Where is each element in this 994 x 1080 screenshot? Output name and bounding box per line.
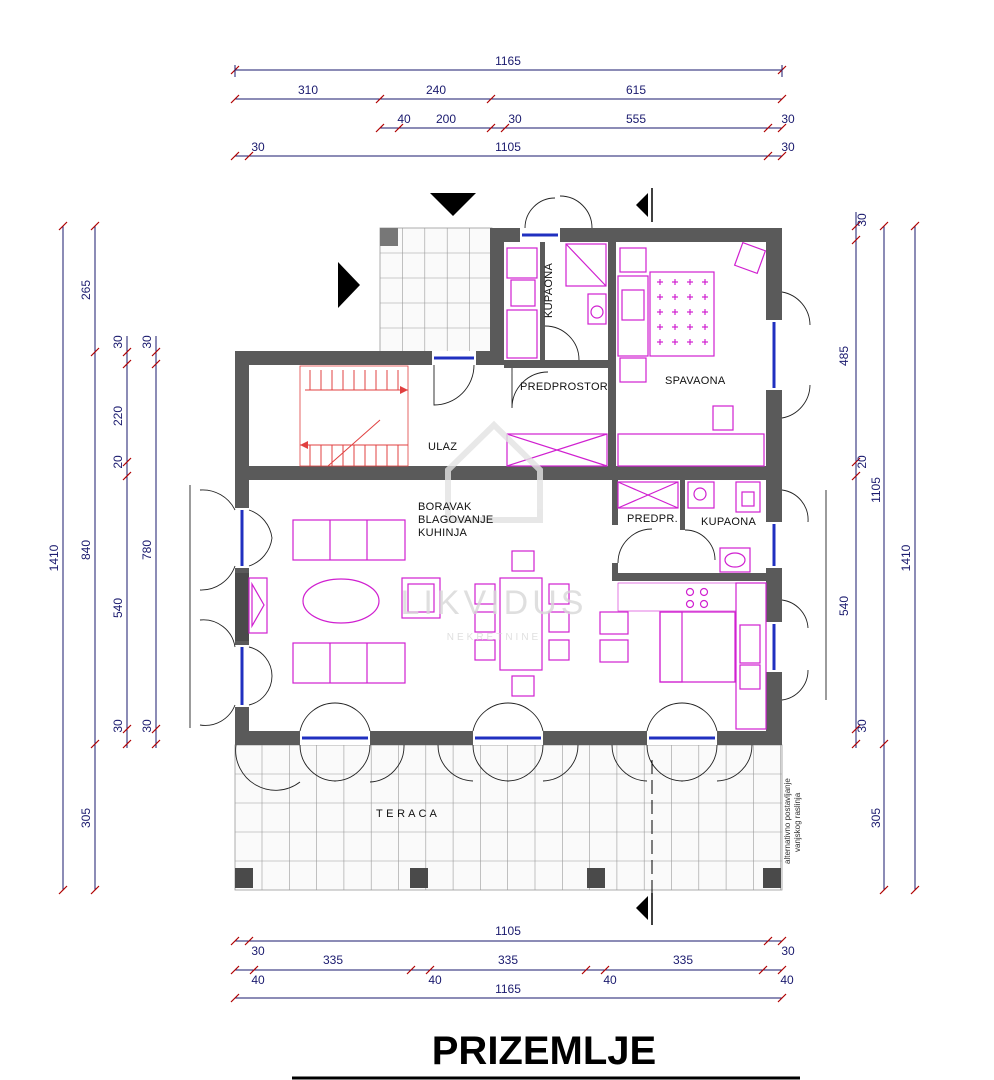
dim-left-540: 540 [111,598,125,618]
dim-top-off40: 40 [397,112,411,126]
section-arrow-a [636,193,648,217]
section-arrow-left [338,262,360,308]
label-predprostor: PREDPROSTOR [520,381,608,393]
dim-right-305: 305 [869,808,883,828]
note-line-1: alternativno postavljanje [783,778,792,864]
dim-right-off20: 20 [855,455,869,469]
label-teraca: T E R A C A [376,808,438,820]
dim-top-310: 310 [298,83,318,97]
dim-left-265: 265 [79,280,93,300]
dim-top-off30a: 30 [508,112,522,126]
dim-bottom-off40d: 40 [780,973,794,987]
dim-left-off30b: 30 [140,335,154,349]
entry-tiles [379,227,493,354]
note-line-2: vanjskog raslinja [793,792,802,852]
dim-right-1105: 1105 [869,477,883,503]
section-markers [338,188,653,925]
top-dimensions: 1165 310 240 615 40 200 30 555 30 30 110… [230,54,795,161]
dim-left-off30a: 30 [111,335,125,349]
dim-left-off30d: 30 [140,719,154,733]
dim-right-off30b: 30 [855,719,869,733]
wall-openings [235,228,782,745]
dim-right-off30a: 30 [855,213,869,227]
label-spavaona: SPAVAONA [665,375,726,387]
page-title: PRIZEMLJE [432,1029,656,1073]
dim-left-off30c: 30 [111,719,125,733]
dim-bottom-1105: 1105 [495,924,521,938]
dim-top-615: 615 [626,83,646,97]
planting-note: alternativno postavljanje vanjskog rasli… [783,778,802,864]
label-predpr: PREDPR. [627,513,678,525]
dim-top-total: 1165 [495,54,521,68]
dim-left-840: 840 [79,540,93,560]
windows [240,233,776,740]
door-swings [189,195,827,791]
dim-top-off30b: 30 [781,112,795,126]
dim-bottom-off30a: 30 [251,944,265,958]
dim-top-200: 200 [436,112,456,126]
label-boravak: BORAVAK [418,501,472,513]
furniture [235,241,767,730]
label-blagovanje: BLAGOVANJE [418,514,494,526]
dim-bottom-off40b: 40 [428,973,442,987]
watermark: LIKVIDUS NEKRETNINE [401,420,588,643]
label-ulaz: ULAZ [428,441,457,453]
terrace-pillars [235,868,781,888]
watermark-sub: NEKRETNINE [447,632,541,643]
dim-bottom-off30b: 30 [781,944,795,958]
dim-left-220: 220 [111,406,125,426]
right-dimensions: 30 485 20 540 30 1105 305 1410 [837,212,920,895]
label-kuhinja: KUHINJA [418,527,468,539]
dim-left-off20: 20 [111,455,125,469]
dim-bottom-1165: 1165 [495,982,521,996]
room-labels: KUPAONA SPAVAONA PREDPROSTOR ULAZ BORAVA… [376,263,756,820]
dim-left-1410: 1410 [47,544,61,571]
label-kupaona-top: KUPAONA [543,263,555,318]
dim-top-1105: 1105 [495,140,521,154]
bottom-dimensions: 30 1105 30 40 335 40 335 40 335 40 1165 [230,924,795,1003]
dim-right-485: 485 [837,346,851,366]
watermark-main: LIKVIDUS [401,584,588,622]
left-dimensions: 1410 265 840 305 30 220 20 540 30 30 780… [47,221,161,895]
dim-right-1410: 1410 [899,544,913,571]
dim-bottom-off40a: 40 [251,973,265,987]
dim-top-off30c: 30 [251,140,265,154]
dim-left-780: 780 [140,540,154,560]
dim-top-240: 240 [426,83,446,97]
walls [235,228,782,745]
dim-bottom-off40c: 40 [603,973,617,987]
dim-bottom-335c: 335 [673,953,693,967]
dim-right-540: 540 [837,596,851,616]
terrace-tiles [234,744,783,891]
dim-top-555: 555 [626,112,646,126]
section-arrow-b [636,896,648,920]
dim-bottom-335b: 335 [498,953,518,967]
dim-left-305: 305 [79,808,93,828]
label-kupaona-bottom: KUPAONA [701,516,756,528]
stairs [299,365,409,467]
dim-bottom-335a: 335 [323,953,343,967]
section-arrow-top [430,193,476,216]
dim-top-off30d: 30 [781,140,795,154]
